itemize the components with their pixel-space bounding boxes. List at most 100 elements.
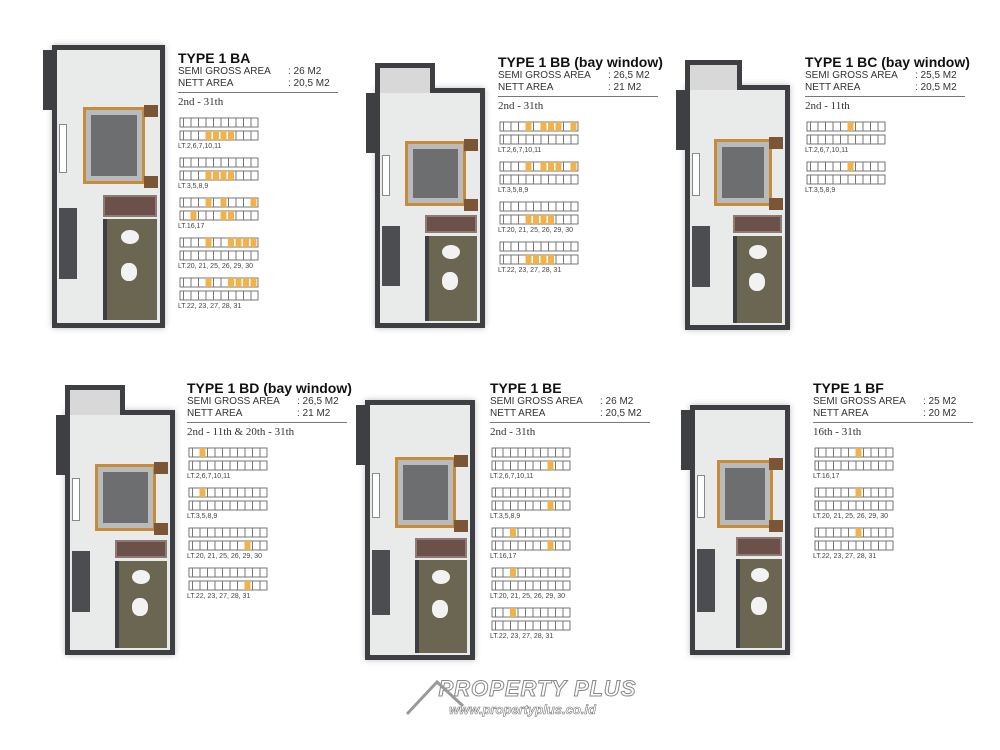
gross-area-label: SEMI GROSS AREA xyxy=(178,66,271,77)
key-plan-slot xyxy=(555,461,556,470)
divider xyxy=(813,422,973,423)
key-plan-label: LT.3,5,8,9 xyxy=(178,183,209,190)
key-plan-slot xyxy=(228,198,229,207)
key-plan-diagram xyxy=(814,527,894,551)
key-plan-slot xyxy=(525,202,527,211)
key-plan-slot xyxy=(252,448,253,457)
key-plan-slot xyxy=(214,528,216,537)
key-plan-slot xyxy=(833,501,834,510)
key-plan-diagram xyxy=(499,241,579,265)
unit-floor-plan xyxy=(366,63,485,328)
key-plan-slot xyxy=(570,215,572,224)
floor-range: 2nd - 31th xyxy=(490,426,536,438)
key-plan-slot xyxy=(547,621,549,630)
key-plan-slot xyxy=(244,501,246,510)
key-plan-label: LT.2,6,7,10,11 xyxy=(178,143,222,150)
key-plan-slot xyxy=(870,488,872,497)
nightstand xyxy=(454,455,468,467)
key-plan-slot xyxy=(525,461,526,470)
key-plan-label: LT.3,5,8,9 xyxy=(498,187,529,194)
toilet xyxy=(120,262,137,281)
key-plan-slot xyxy=(237,501,238,510)
key-plan-slot xyxy=(495,581,496,590)
toilet xyxy=(748,273,765,292)
key-plan-label: LT.2,6,7,10,11 xyxy=(805,147,849,154)
key-plan-slot xyxy=(192,448,193,457)
key-plan-slot xyxy=(199,461,201,470)
key-plan-slot xyxy=(848,528,849,537)
key-plan-slot xyxy=(870,461,872,470)
watermark: PROPERTY PLUS www.propertyplus.co.id xyxy=(405,676,640,717)
key-plan-slot xyxy=(570,255,572,264)
key-plan-slot xyxy=(555,135,557,144)
key-plan-slot xyxy=(503,242,504,251)
key-plan-slot xyxy=(228,238,234,247)
key-plan: LT.2,6,7,10,11 xyxy=(178,116,348,150)
key-plan-slot xyxy=(570,175,572,184)
key-plan-diagram xyxy=(188,527,268,551)
key-plan-slot xyxy=(547,488,549,497)
key-plan-slot xyxy=(190,238,192,247)
nett-area-value: : 20,5 M2 xyxy=(288,78,330,89)
key-plan-slot xyxy=(533,255,539,264)
key-plan-slot xyxy=(825,541,827,550)
key-plan-slot xyxy=(190,278,192,287)
key-plan-slot xyxy=(510,488,511,497)
key-plan-slot xyxy=(252,488,253,497)
key-plan-slot xyxy=(495,541,496,550)
key-plan-slot xyxy=(250,278,257,287)
key-plan-slot xyxy=(833,541,834,550)
column xyxy=(56,415,70,475)
gross-area-label: SEMI GROSS AREA xyxy=(490,396,583,407)
key-plan-label: LT.22, 23, 27, 28, 31 xyxy=(813,553,877,560)
key-plan: LT.3,5,8,9 xyxy=(805,160,975,194)
key-plan-slot xyxy=(863,488,864,497)
key-plan-slot xyxy=(213,211,214,220)
key-plan-slot xyxy=(555,162,562,171)
key-plan-slot xyxy=(570,162,577,171)
desk xyxy=(692,153,700,196)
unit-title: TYPE 1 BB (bay window) xyxy=(498,54,663,70)
key-plan-slot xyxy=(237,488,238,497)
key-plan-slot xyxy=(199,568,201,577)
key-plan-slot xyxy=(244,461,246,470)
key-plan-slot xyxy=(220,251,222,260)
key-plan-slot xyxy=(183,238,184,247)
key-plan-slot xyxy=(222,528,223,537)
key-plan-slot xyxy=(228,171,234,180)
key-plan-slot xyxy=(259,448,261,457)
key-plan-slot xyxy=(502,528,504,537)
key-plan-slot xyxy=(525,608,526,617)
key-plan-slot xyxy=(207,488,208,497)
key-plan-slot xyxy=(878,488,879,497)
wardrobe xyxy=(732,214,783,234)
key-plan-slot xyxy=(570,122,577,131)
key-plan-slot xyxy=(555,122,562,131)
unit-info: TYPE 1 BE SEMI GROSS AREA: 26 M2 NETT AR… xyxy=(490,380,660,646)
column xyxy=(366,93,380,153)
key-plan-slot xyxy=(192,501,193,510)
toilet xyxy=(432,600,448,618)
key-plan-slot xyxy=(220,238,222,247)
key-plan-slot xyxy=(870,501,872,510)
key-plan-slot xyxy=(235,238,242,247)
key-plan-slot xyxy=(532,621,534,630)
key-plan-slot xyxy=(855,122,856,131)
wardrobe xyxy=(735,537,783,557)
key-plan-slot xyxy=(540,621,541,630)
key-plan-slot xyxy=(885,541,887,550)
key-plan-slot xyxy=(525,448,526,457)
unit-floor-plan xyxy=(356,400,475,660)
key-plan-slot xyxy=(495,501,496,510)
key-plan-slot xyxy=(235,131,237,140)
key-plan-slot xyxy=(818,488,819,497)
key-plan-slot xyxy=(862,162,864,171)
floor-range: 2nd - 31th xyxy=(178,96,224,108)
key-plan: LT.2,6,7,10,11 xyxy=(805,120,975,154)
key-plan-slot xyxy=(207,541,208,550)
key-plan-diagram xyxy=(499,201,579,225)
key-plan-slot xyxy=(213,198,214,207)
key-plan-slot xyxy=(495,528,496,537)
key-plan: LT.3,5,8,9 xyxy=(490,486,660,520)
key-plan-slot xyxy=(532,528,534,537)
